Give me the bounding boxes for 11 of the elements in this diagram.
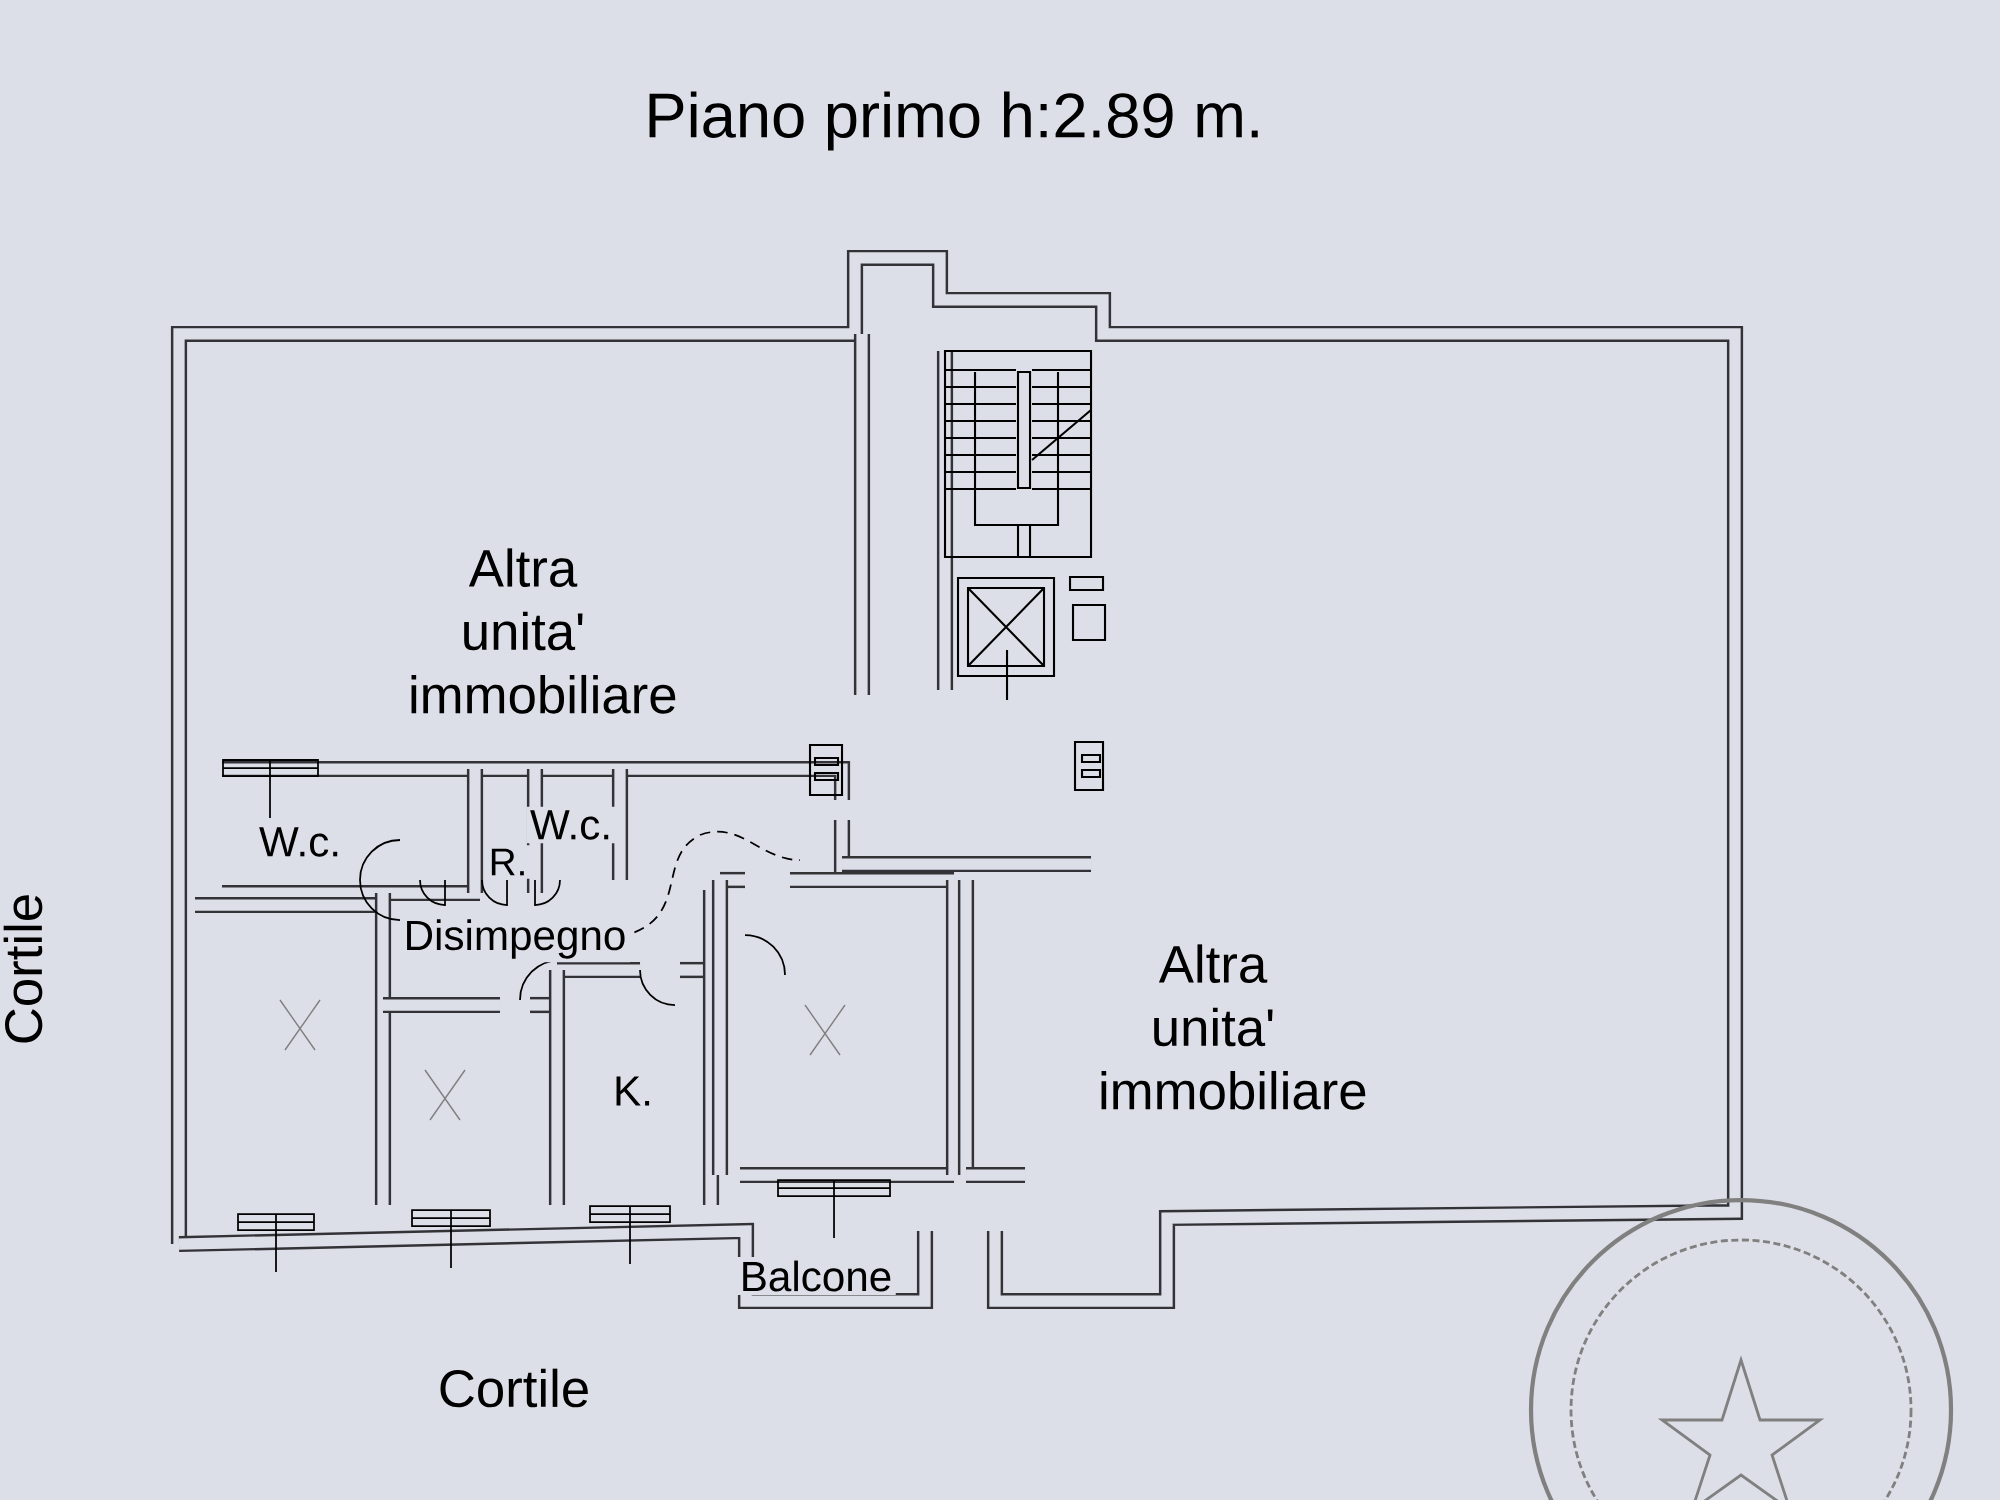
room-label: Balcone — [736, 1257, 896, 1296]
area-label: Cortile — [0, 889, 46, 1049]
room-label: R. — [485, 845, 531, 879]
room-label: Altra unita' immobiliare — [1094, 940, 1366, 1114]
area-label: Cortile — [434, 1365, 594, 1411]
room-label: Disimpegno — [400, 915, 630, 963]
room-label: K. — [609, 1073, 657, 1110]
room-label: W.c. — [255, 823, 345, 861]
room-label: Altra unita' immobiliare — [404, 544, 676, 718]
room-label: W.c. — [526, 806, 616, 844]
title: Piano primo h:2.89 m. — [649, 91, 1258, 151]
